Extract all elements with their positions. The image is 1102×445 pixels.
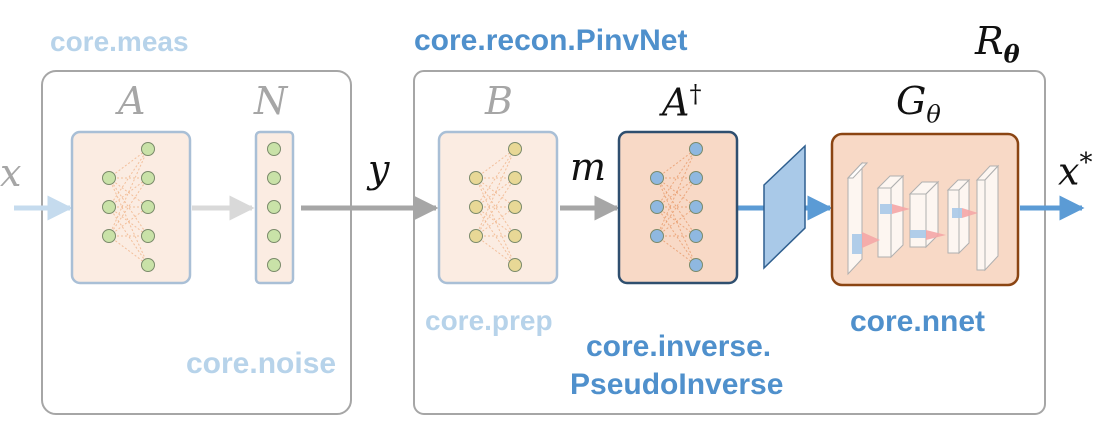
pinv-symbol-letter: A	[662, 80, 690, 125]
input-node	[650, 171, 664, 185]
meas-group-frame	[41, 70, 352, 415]
fully-connected-layer-icon	[469, 142, 522, 272]
output-node	[689, 142, 703, 156]
noise-symbol: N	[254, 79, 288, 123]
connection-line	[656, 177, 697, 208]
input-node	[650, 200, 664, 214]
input-node	[102, 171, 116, 185]
pinv-symbol: A†	[662, 82, 701, 122]
noise-node	[267, 200, 281, 214]
output-node	[141, 229, 155, 243]
nnet-label: core.nnet	[850, 305, 986, 338]
noise-vector-icon	[267, 142, 281, 272]
output-node	[689, 171, 703, 185]
pinv-symbol-dagger: †	[689, 80, 702, 108]
recon-symbol-subscript: θ	[1003, 39, 1020, 69]
output-node	[689, 200, 703, 214]
a-symbol: A	[118, 79, 146, 123]
connection-line	[108, 148, 149, 179]
g-symbol-subscript: θ	[926, 100, 941, 129]
noise-node	[267, 171, 281, 185]
output-signal-letter: x	[1058, 149, 1080, 194]
inverse-label-line2: PseudoInverse	[570, 368, 784, 401]
output-node	[508, 171, 522, 185]
input-node	[650, 229, 664, 243]
noise-node	[267, 258, 281, 272]
noise-group-label: core.noise	[186, 347, 337, 380]
input-node	[469, 229, 483, 243]
output-node	[141, 258, 155, 272]
output-node	[141, 142, 155, 156]
output-signal-star: *	[1079, 148, 1093, 178]
m-signal-label: m	[570, 145, 607, 189]
recon-symbol-letter: R	[975, 19, 1004, 63]
input-signal-label: x	[0, 151, 22, 195]
convolution-kernel-icons	[852, 204, 978, 254]
prep-label: core.prep	[425, 305, 553, 336]
inverse-label-line1: core.inverse.	[586, 330, 772, 363]
fully-connected-layer-icon	[102, 142, 155, 272]
connection-line	[475, 206, 516, 237]
noise-node	[267, 229, 281, 243]
connection-line	[475, 235, 516, 266]
connection-line	[108, 177, 149, 208]
output-node	[141, 200, 155, 214]
y-signal-label: y	[368, 147, 390, 191]
recon-symbol: Rθ	[975, 22, 1020, 67]
output-node	[508, 142, 522, 156]
recon-group-frame	[413, 70, 1046, 415]
output-node	[689, 258, 703, 272]
connection-line	[656, 235, 697, 266]
output-signal-label: x*	[1058, 150, 1092, 191]
connection-line	[656, 206, 697, 237]
g-symbol-letter: G	[896, 79, 927, 123]
reshape-plane-icon	[763, 144, 806, 270]
input-node	[102, 200, 116, 214]
meas-group-label: core.meas	[50, 26, 189, 57]
connection-line	[475, 177, 516, 208]
output-node	[508, 229, 522, 243]
input-node	[469, 200, 483, 214]
input-node	[469, 171, 483, 185]
g-symbol: Gθ	[896, 82, 941, 127]
connection-line	[108, 206, 149, 237]
input-node	[102, 229, 116, 243]
output-node	[508, 258, 522, 272]
output-node	[689, 229, 703, 243]
output-node	[508, 200, 522, 214]
connection-line	[108, 235, 149, 266]
b-symbol: B	[485, 79, 513, 123]
recon-group-label: core.recon.PinvNet	[414, 24, 688, 57]
connection-line	[475, 148, 516, 179]
connection-line	[656, 148, 697, 179]
noise-node	[267, 142, 281, 156]
output-node	[141, 171, 155, 185]
fully-connected-layer-icon	[650, 142, 703, 272]
